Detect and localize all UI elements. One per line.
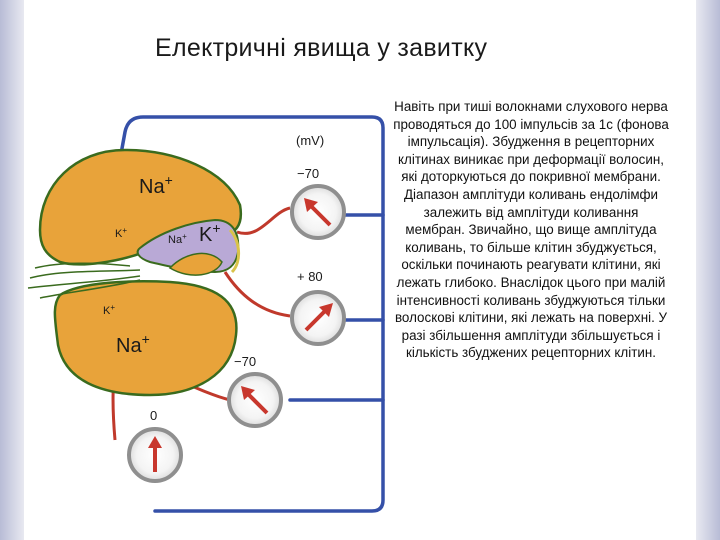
voltmeter-2: + 80 [290,269,346,346]
description-text: Навіть при тиші волокнами слухового нерв… [393,99,669,361]
left-side-band [0,0,24,540]
voltmeter-1-reading: −70 [297,166,319,181]
voltmeter-1: −70 [290,166,346,240]
right-side-band [696,0,720,540]
voltmeter-3: −70 [227,354,283,428]
voltmeter-4: 0 [127,408,183,483]
slide-title: Електричні явища у завитку [155,34,488,62]
tectorial-membrane [228,228,240,274]
lower-scala [53,280,238,397]
middle-na-label: Na+ [168,232,187,246]
lower-na-label: Na+ [116,331,150,357]
middle-k-label: K+ [199,220,221,246]
blue-wires [106,115,385,513]
nerve-fibers [27,262,141,299]
lower-k-label: K+ [103,303,115,317]
voltmeter-2-reading: + 80 [297,269,323,284]
organ-of-corti [168,252,223,276]
voltmeter-3-reading: −70 [234,354,256,369]
unit-label: (mV) [296,133,324,148]
upper-na-label: Na+ [139,172,173,198]
voltmeter-4-reading: 0 [150,408,157,423]
upper-k-label: K+ [115,226,127,240]
